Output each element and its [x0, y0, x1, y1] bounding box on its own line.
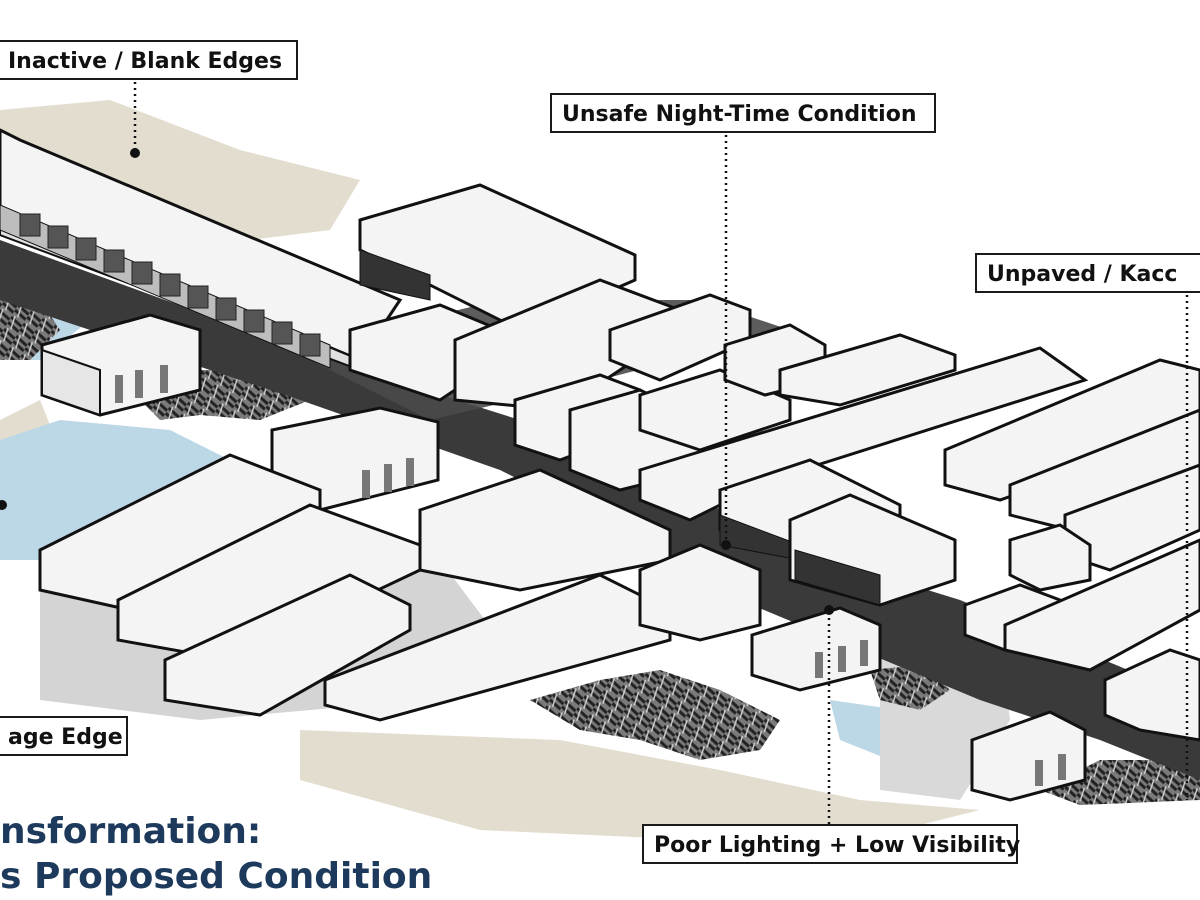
leader-line-night-time [721, 135, 731, 550]
rocky-terrain [530, 670, 780, 760]
callout-inactive-edges: Inactive / Blank Edges [0, 40, 298, 80]
title-line-1: nsformation: [0, 811, 262, 852]
callout-night-time: Unsafe Night-Time Condition [550, 93, 936, 133]
building-cluster-middle [513, 323, 1089, 607]
small-building [40, 313, 202, 417]
callout-lighting: Poor Lighting + Low Visibility [642, 824, 1020, 864]
callout-unpaved: Unpaved / Kacc [975, 253, 1200, 293]
shop-fronts [19, 213, 321, 357]
building-cluster-right [943, 358, 1200, 742]
small-building [970, 710, 1087, 802]
building-cluster-lower-left [38, 453, 762, 722]
sand-ground-patch [0, 100, 360, 240]
building-cluster-top [348, 183, 752, 412]
leader-line-inactive-edges [130, 82, 140, 158]
callout-edge: age Edge [0, 716, 128, 756]
sand-ground-patch [300, 730, 980, 840]
leader-point-left [0, 500, 7, 510]
leader-line-lighting [824, 605, 834, 824]
title-line-2: s Proposed Condition [0, 856, 433, 897]
small-building [750, 606, 882, 692]
